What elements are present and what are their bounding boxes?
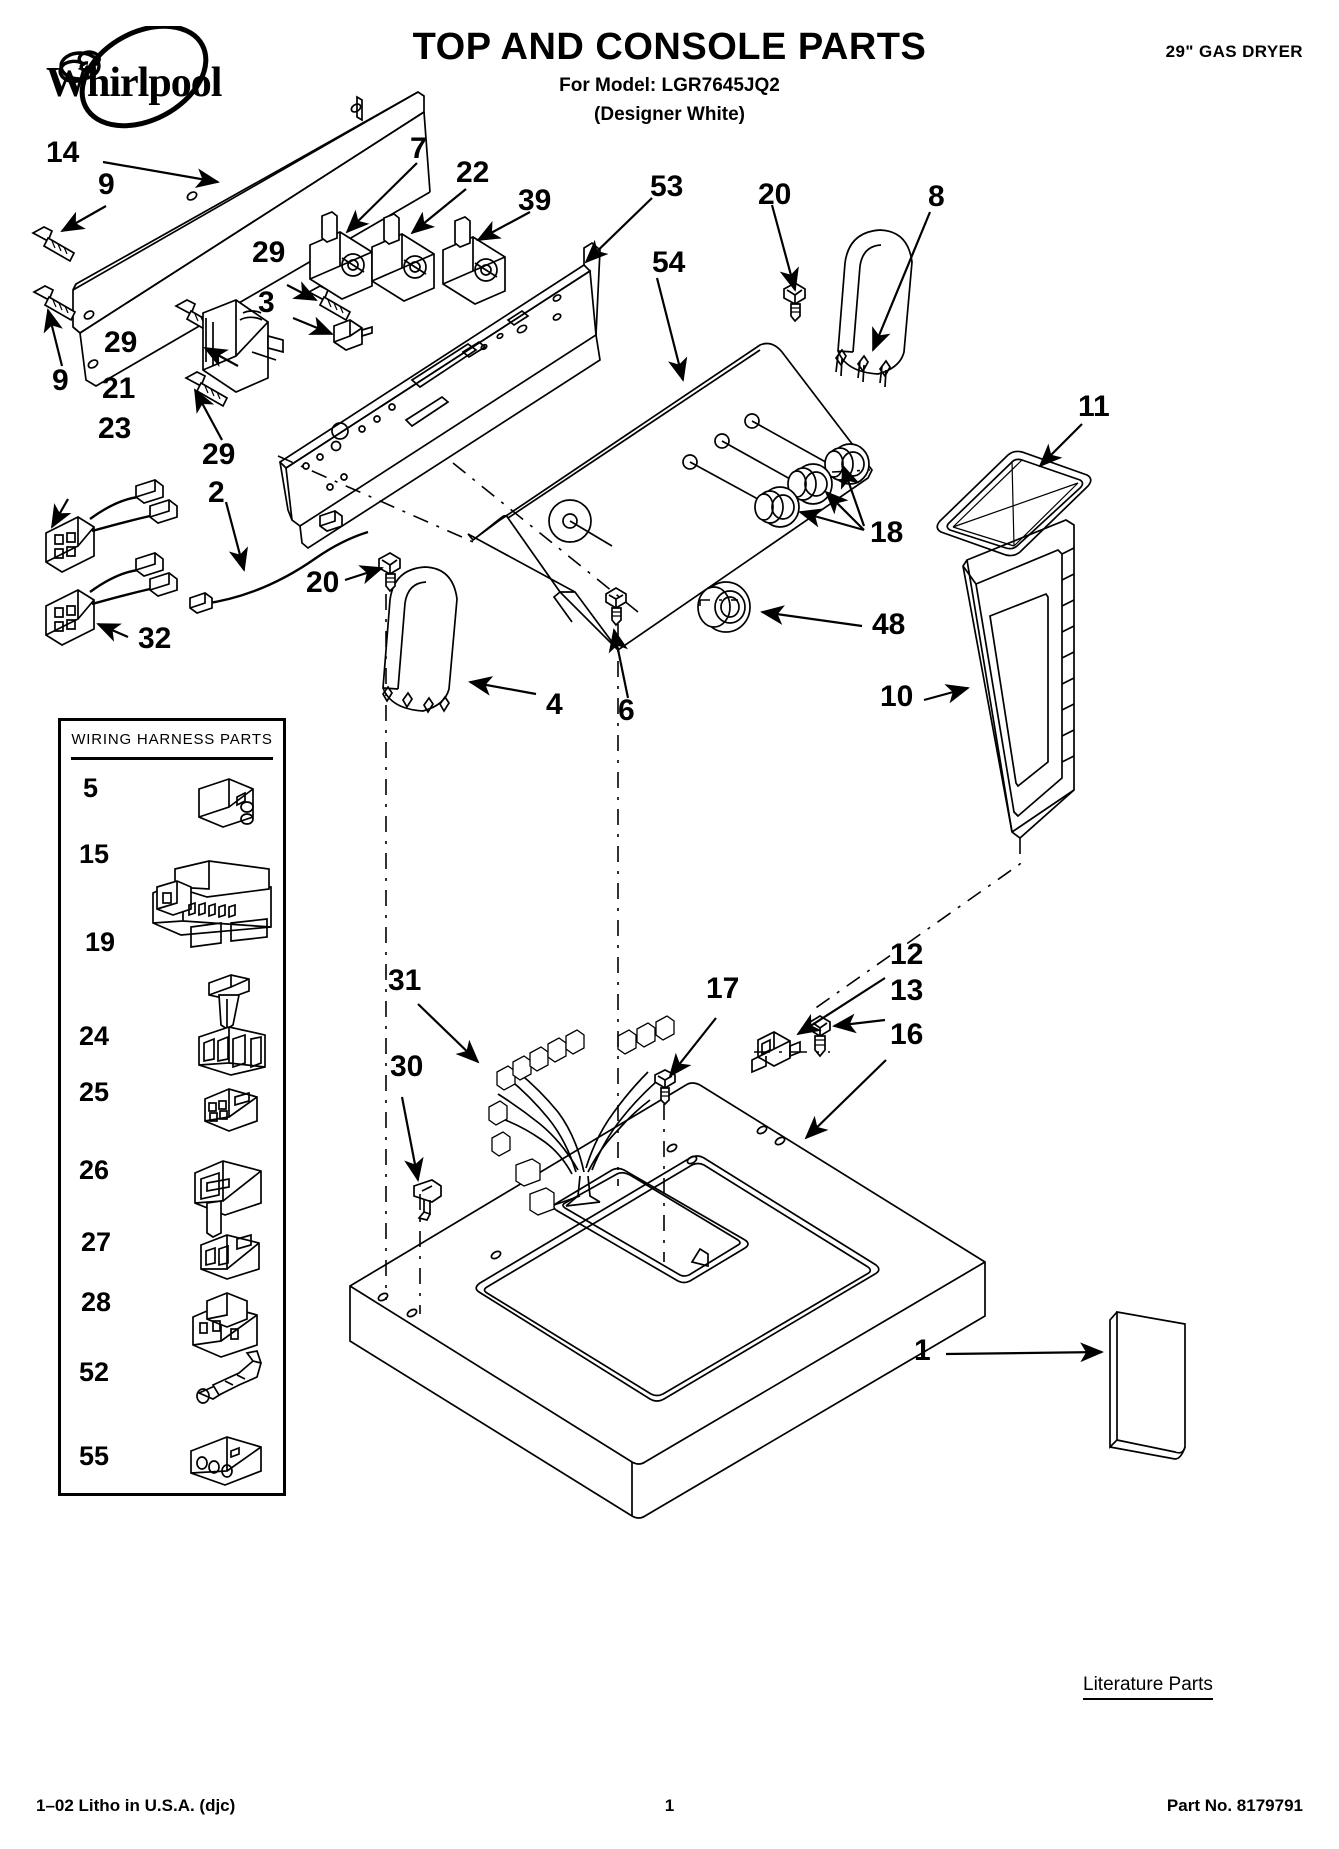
part-screw-9b <box>34 286 75 320</box>
part-console-bracket <box>73 92 430 386</box>
product-type-label: 29" GAS DRYER <box>1165 42 1303 61</box>
part-wire-2 <box>190 511 368 613</box>
callout-16: 16 <box>890 1018 924 1051</box>
part-top-panel-16 <box>350 1083 985 1518</box>
part-harness-23 <box>46 480 177 572</box>
callout-22: 22 <box>456 156 490 189</box>
harness-part-26 <box>194 1160 262 1238</box>
callout-29-b: 29 <box>104 326 138 359</box>
part-wire-bundle-31 <box>489 1016 674 1215</box>
wiring-harness-panel-title: WIRING HARNESS PARTS <box>71 731 273 748</box>
part-clip-30 <box>414 1180 441 1220</box>
harness-part-55 <box>190 1436 262 1486</box>
callout-20-lower: 20 <box>306 566 340 599</box>
harness-item-28-number: 28 <box>81 1287 112 1317</box>
assembly-dash-knob48 <box>700 600 738 606</box>
assembly-dash-lint <box>810 838 1020 1012</box>
part-console-rail-53 <box>280 243 600 548</box>
callout-54: 54 <box>652 246 686 279</box>
callout-2: 2 <box>208 476 225 509</box>
harness-part-25 <box>204 1088 258 1132</box>
callout-10: 10 <box>880 680 914 713</box>
part-endcap-8 <box>836 230 912 387</box>
part-screw-9a <box>33 227 74 261</box>
finish-subtitle: (Designer White) <box>594 104 745 125</box>
harness-item-15-number: 15 <box>79 839 110 869</box>
assembly-dash-rail <box>278 456 480 545</box>
harness-item-55-number: 55 <box>79 1441 110 1471</box>
literature-parts-label: Literature Parts <box>1083 1674 1213 1700</box>
harness-item-19-number: 19 <box>85 927 116 957</box>
part-bracket-12 <box>752 1032 800 1072</box>
footer-part-number: Part No. 8179791 <box>1166 1796 1303 1815</box>
whirlpool-swirl-icon <box>34 23 274 136</box>
callout-29-a: 29 <box>252 236 286 269</box>
harness-part-19 <box>208 974 250 1031</box>
callout-7: 7 <box>410 132 427 165</box>
callout-29-c: 29 <box>202 438 236 471</box>
harness-item-52-number: 52 <box>79 1357 110 1387</box>
part-timer-knob-48 <box>698 582 750 632</box>
part-lint-housing-10 <box>963 520 1074 838</box>
part-switch-7 <box>310 212 372 299</box>
assembly-dash-knob18 <box>832 470 870 472</box>
callout-21: 21 <box>102 372 136 405</box>
harness-item-5-number: 5 <box>83 773 99 803</box>
footer-page-number: 1 <box>664 1796 675 1815</box>
harness-item-26-number: 26 <box>79 1155 110 1185</box>
callout-20-upper: 20 <box>758 178 792 211</box>
callout-6: 6 <box>618 694 635 727</box>
wiring-harness-parts-panel: WIRING HARNESS PARTS 5 15 19 24 25 26 27… <box>58 718 286 1496</box>
page-title: TOP AND CONSOLE PARTS <box>412 26 927 68</box>
part-knob-18b <box>788 464 832 504</box>
assembly-dash-console <box>453 463 638 612</box>
footer-litho-info: 1–02 Litho in U.S.A. (djc) <box>36 1796 236 1815</box>
callout-39: 39 <box>518 184 552 217</box>
callout-9-upper: 9 <box>98 168 115 201</box>
harness-item-25-number: 25 <box>79 1077 110 1107</box>
panel-divider <box>71 757 273 760</box>
part-terminal-3 <box>334 320 372 350</box>
harness-part-5 <box>198 778 254 828</box>
harness-part-27 <box>200 1233 260 1280</box>
brand-wordmark: Whirlpool <box>46 60 222 106</box>
callout-8: 8 <box>928 180 945 213</box>
part-screw-6 <box>606 588 626 625</box>
part-screw-13 <box>810 1016 830 1056</box>
callout-32: 32 <box>138 622 172 655</box>
harness-part-15 <box>152 860 272 948</box>
callout-14: 14 <box>46 136 80 169</box>
callout-48: 48 <box>872 608 906 641</box>
callout-13: 13 <box>890 974 924 1007</box>
callout-9-lower: 9 <box>52 364 69 397</box>
callout-11: 11 <box>1078 390 1110 423</box>
callout-31: 31 <box>388 964 422 997</box>
callout-17: 17 <box>706 972 740 1005</box>
part-literature-1 <box>1110 1312 1185 1459</box>
part-switch-39 <box>443 217 505 304</box>
callout-12: 12 <box>890 938 924 971</box>
callout-53: 53 <box>650 170 684 203</box>
part-lint-screen-11 <box>937 451 1091 555</box>
part-harness-32 <box>46 553 177 645</box>
callout-3: 3 <box>258 286 275 319</box>
callout-18: 18 <box>870 516 904 549</box>
harness-item-24-number: 24 <box>79 1021 110 1051</box>
callout-4: 4 <box>546 688 563 721</box>
harness-item-27-number: 27 <box>81 1227 112 1257</box>
callout-1-literature: 1 <box>914 1334 931 1367</box>
callout-30: 30 <box>390 1050 424 1083</box>
harness-part-illustrations <box>152 778 272 1486</box>
part-knob-18c <box>755 487 799 527</box>
harness-part-52 <box>196 1350 263 1404</box>
model-subtitle: For Model: LGR7645JQ2 <box>559 75 780 96</box>
callout-23: 23 <box>98 412 132 445</box>
part-screw-20b <box>379 553 400 591</box>
harness-part-28 <box>192 1292 258 1358</box>
harness-part-24 <box>198 1026 266 1076</box>
part-endcap-4 <box>383 567 457 712</box>
part-switch-22 <box>372 214 434 301</box>
